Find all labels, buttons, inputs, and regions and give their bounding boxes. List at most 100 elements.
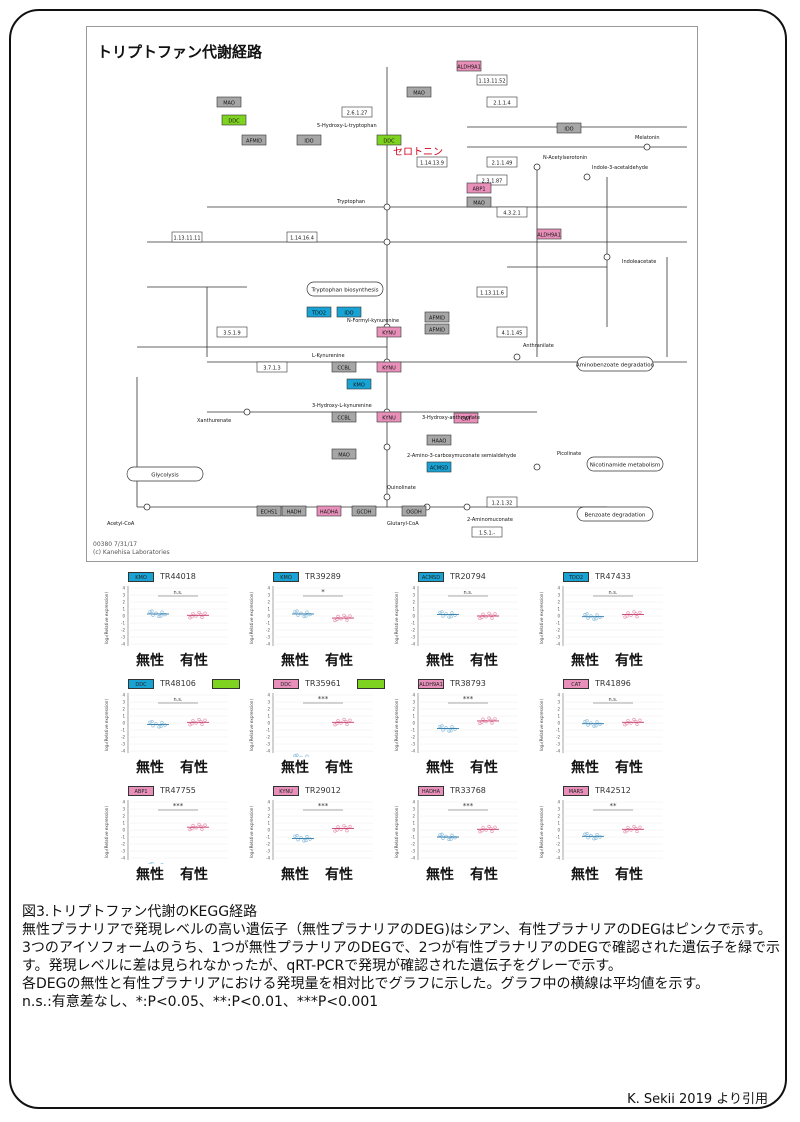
gene-label: HAAO [432, 439, 447, 445]
asexual-point [154, 611, 158, 615]
x-label-sexual: 有性 [615, 760, 643, 776]
y-tick: 4 [557, 800, 560, 805]
y-tick: -3 [556, 742, 560, 747]
y-tick: 2 [412, 814, 415, 819]
sexual-point [191, 823, 195, 828]
sexual-point [336, 825, 340, 829]
asexual-point [440, 832, 444, 836]
asexual-point [293, 610, 297, 614]
asexual-point [447, 729, 451, 733]
gene-label: IDO [344, 311, 353, 317]
asexual-point [304, 838, 308, 843]
y-tick: 0 [122, 721, 125, 726]
asexual-point [293, 754, 297, 757]
sexual-point [342, 613, 346, 617]
asexual-point [444, 834, 448, 838]
y-tick: -3 [121, 635, 125, 640]
gene-label: IDO [304, 139, 313, 145]
y-tick: 4 [267, 800, 270, 805]
asexual-point [583, 832, 587, 836]
sexual-point [197, 717, 201, 722]
enzyme-box [476, 286, 508, 298]
asexual-point [295, 753, 299, 757]
compound-node [603, 253, 611, 261]
gene-box-hadha [316, 505, 342, 517]
serotonin-label: セロトニン [393, 147, 443, 158]
enzyme-box [216, 326, 248, 338]
y-tick: -4 [121, 642, 125, 647]
sexual-point [199, 613, 203, 617]
asexual-point [157, 725, 161, 729]
y-tick: 0 [267, 614, 270, 619]
x-label-sexual: 有性 [325, 653, 353, 669]
y-tick: -3 [556, 849, 560, 854]
sexual-point [481, 717, 485, 721]
y-tick: 2 [267, 600, 270, 605]
y-tick: -1 [556, 728, 560, 733]
gene-box-ido [296, 134, 322, 146]
significance-label: ** [610, 802, 618, 810]
significance-label: *** [318, 802, 329, 810]
asexual-point [450, 725, 454, 729]
y-tick: 4 [412, 800, 415, 805]
compound-node [533, 163, 541, 171]
significance-label: * [321, 588, 325, 596]
compound-node [383, 443, 391, 451]
gene-tag: CAT [563, 679, 589, 689]
y-tick: 1 [412, 607, 415, 612]
x-label-asexual: 無性 [426, 653, 454, 669]
asexual-point [160, 863, 164, 864]
asexual-point [595, 832, 599, 837]
asexual-point [148, 610, 152, 614]
gene-label: AFMID [429, 316, 445, 322]
y-tick: -2 [411, 842, 415, 847]
y-tick: 1 [267, 607, 270, 612]
pathway-link-label: Glycolysis [151, 473, 179, 479]
asexual-point [598, 835, 602, 839]
sexual-point [632, 717, 636, 722]
asexual-point [302, 839, 306, 843]
y-tick: -2 [266, 842, 270, 847]
asexual-point [453, 613, 457, 617]
enzyme-box [416, 156, 448, 168]
enzyme-number: 1.13.11.52 [478, 79, 505, 85]
asexual-point [586, 616, 590, 620]
y-axis-label: log₂(Relative expression) [539, 699, 544, 752]
sexual-point [487, 824, 491, 829]
asexual-point [305, 610, 309, 614]
y-tick: -1 [121, 728, 125, 733]
sexual-point [336, 718, 340, 723]
gene-label: AFMID [429, 328, 445, 334]
compound-label: Quinolinate [387, 485, 416, 491]
compound-node [533, 463, 541, 471]
gene-label: KYNU [382, 366, 396, 372]
asexual-point [305, 835, 309, 839]
y-tick: -4 [556, 642, 560, 647]
sexual-point [344, 615, 348, 620]
enzyme-number: 1.14.16.4 [290, 236, 314, 242]
asexual-point [589, 614, 593, 618]
y-tick: 0 [412, 614, 415, 619]
y-axis-label: log₂(Relative expression) [539, 806, 544, 859]
compound-node [383, 493, 391, 501]
enzyme-number: 3.7.1.3 [263, 366, 281, 372]
sexual-point [336, 614, 340, 618]
gene-label: ALDH9A1 [457, 65, 481, 71]
asexual-point [438, 610, 442, 615]
sexual-point [191, 718, 195, 723]
compound-label: 2-Aminomuconate [467, 517, 513, 523]
x-label-asexual: 無性 [281, 653, 309, 669]
y-tick: 0 [557, 614, 560, 619]
sexual-point [203, 611, 207, 615]
gene-box-echs1 [256, 505, 282, 517]
sexual-point [339, 827, 343, 831]
asexual-point [154, 722, 158, 726]
y-tick: -1 [411, 728, 415, 733]
y-tick: -2 [556, 735, 560, 740]
citation-credit: K. Sekii 2019 より引用 [627, 1092, 768, 1107]
y-tick: 2 [267, 707, 270, 712]
significance-label: n.s. [174, 590, 183, 596]
compound-label: 3-Hydroxy-L-kynurenine [312, 403, 372, 409]
y-tick: 2 [557, 814, 560, 819]
